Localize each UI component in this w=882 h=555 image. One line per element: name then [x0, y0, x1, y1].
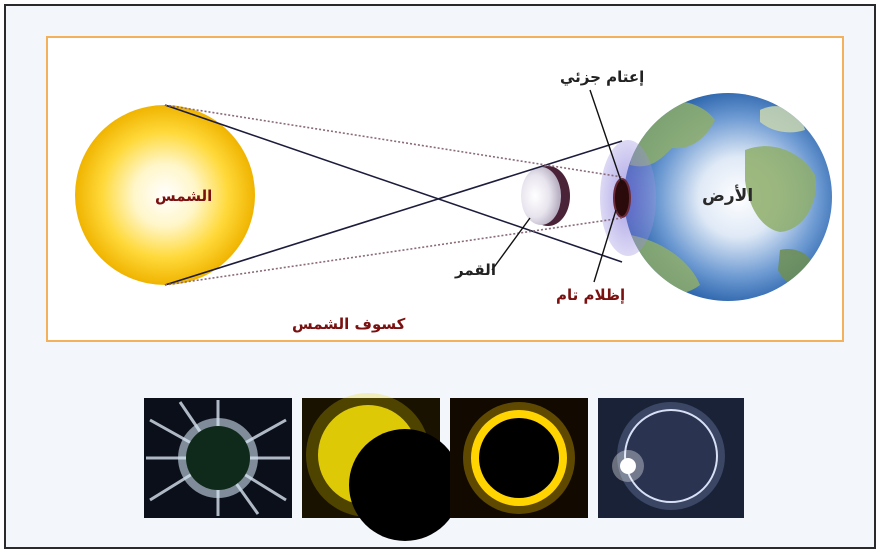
- diagram-title: كسوف الشمس: [292, 315, 406, 333]
- shadow-rays: [164, 104, 623, 286]
- umbra-label: إظلام تام: [556, 286, 626, 304]
- eclipse-photo-annular: [450, 398, 588, 518]
- penumbra-label: إعتام جزئي: [560, 68, 645, 86]
- eclipse-photo-partial: [302, 393, 461, 541]
- eclipse-photo-corona: [144, 398, 292, 518]
- leader-lines: [491, 89, 623, 283]
- umbra-shadow: [613, 178, 631, 218]
- moon-label: القمر: [455, 261, 496, 279]
- moon: [521, 166, 570, 226]
- earth-label: الأرض: [702, 186, 754, 206]
- sun: [75, 105, 255, 285]
- sun-label: الشمس: [155, 187, 213, 205]
- eclipse-photo-diamond-ring: [598, 398, 744, 518]
